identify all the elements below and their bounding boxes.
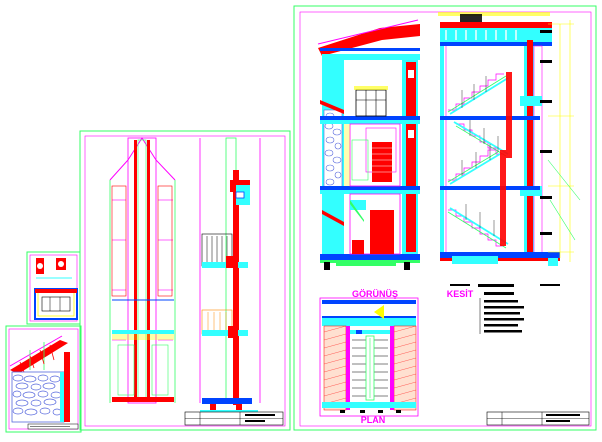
plan-label: PLAN <box>361 415 386 425</box>
elevation-drawing <box>317 19 420 270</box>
legend-block <box>479 298 524 334</box>
section-label: KESİT <box>447 289 474 299</box>
title-block-main <box>486 411 590 426</box>
title-block-middle <box>184 411 284 426</box>
sheet-main[interactable]: GÖRÜNÜŞ <box>293 5 597 431</box>
sheet-small-detail[interactable] <box>26 251 81 325</box>
section-drawing <box>438 12 581 295</box>
column-section <box>199 137 261 414</box>
sheet-roof-detail[interactable] <box>5 325 82 433</box>
elevation-label: GÖRÜNÜŞ <box>352 289 398 299</box>
column-elevation <box>109 137 176 404</box>
sheet-vertical-sections[interactable] <box>79 130 291 431</box>
plan-drawing <box>319 297 419 417</box>
